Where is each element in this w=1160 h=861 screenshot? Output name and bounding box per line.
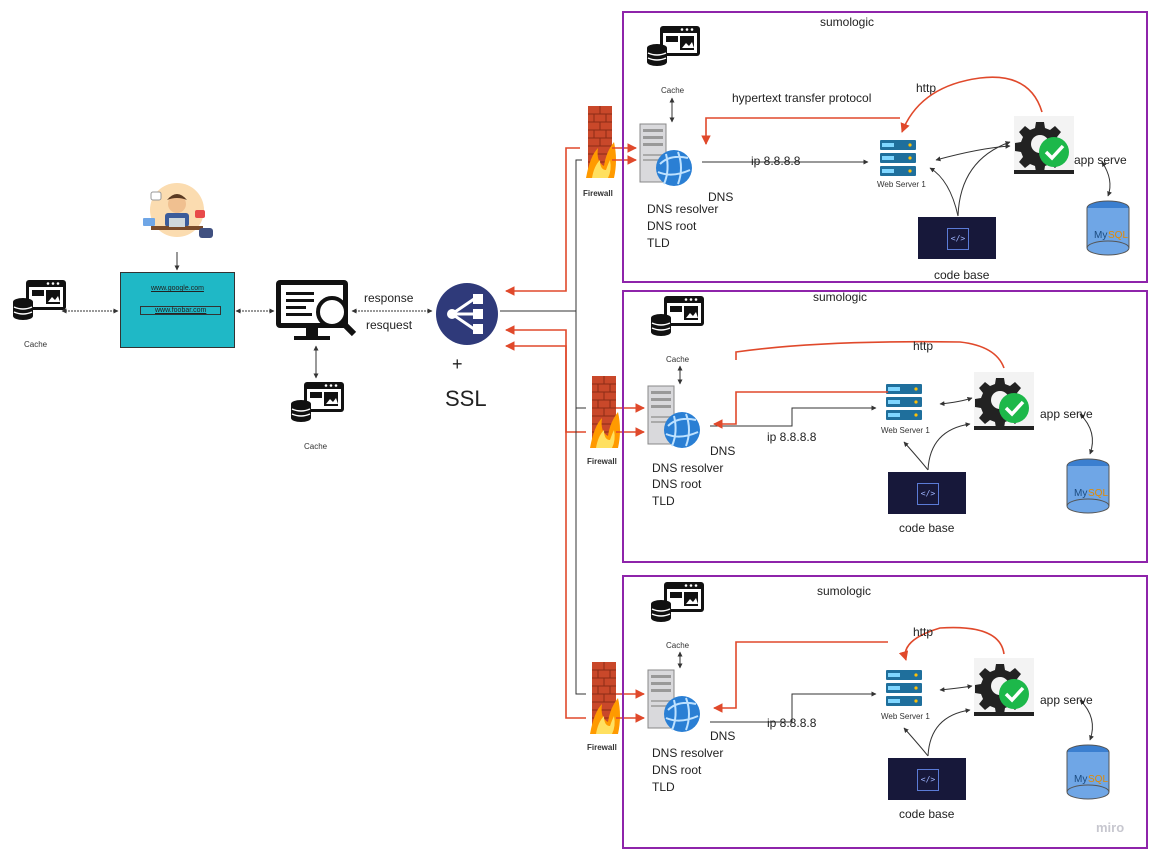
cluster-2-dns-label: DNS <box>710 444 736 458</box>
url-google-link[interactable]: www.google.com <box>151 285 204 292</box>
cluster-3-dns-label: DNS <box>710 729 736 743</box>
cluster-1-resolver-label: DNS resolver <box>647 202 719 216</box>
cluster-1-title: sumologic <box>820 15 875 29</box>
cluster-1-cache-label: Cache <box>661 86 685 95</box>
cluster-1-graphics <box>585 25 1130 256</box>
cluster-3-title: sumologic <box>817 584 872 598</box>
cluster-2-codebase-label: code base <box>899 521 955 535</box>
firewall-icon <box>589 661 621 735</box>
cluster-3-http-label: http <box>913 625 934 639</box>
cluster-2-http-label: http <box>913 339 934 353</box>
cluster-1-webserver-label: Web Server 1 <box>877 180 926 189</box>
user-icon <box>143 183 213 238</box>
firewall-icon <box>585 105 617 179</box>
cluster-2-graphics <box>589 295 1110 514</box>
cluster-3-codebase-icon: </> <box>888 758 966 800</box>
response-label: response <box>364 291 414 305</box>
lb-cluster1-red <box>505 147 580 296</box>
firewall-icon <box>589 375 621 449</box>
cluster-2-root-label: DNS root <box>652 477 702 491</box>
cluster-3-ip-label: ip 8.8.8.8 <box>767 716 817 730</box>
cluster-1-ip-label: ip 8.8.8.8 <box>751 154 801 168</box>
miro-watermark: miro <box>1096 820 1125 835</box>
cluster-3-graphics <box>589 581 1110 800</box>
cluster-2-cache-label: Cache <box>666 355 690 364</box>
cluster-1-codebase-label: code base <box>934 268 990 282</box>
cluster-3-resolver-label: DNS resolver <box>652 746 724 760</box>
cluster-2-firewall-label: Firewall <box>587 457 617 466</box>
cluster-2-title: sumologic <box>813 290 868 304</box>
lb-cluster3-dark <box>575 408 586 695</box>
request-label: resquest <box>366 318 413 332</box>
cluster-1-frame <box>622 11 1148 283</box>
cluster-3-root-label: DNS root <box>652 763 702 777</box>
client-cache-icon <box>12 279 67 321</box>
cluster-3-frame <box>622 575 1148 849</box>
load-balancer-icon <box>436 283 498 345</box>
cluster-1-protocol-label: hypertext transfer protocol <box>732 91 872 105</box>
browser-window: www.google.com www.foobar.com <box>120 272 235 348</box>
cluster-2-codebase-icon: </> <box>888 472 966 514</box>
client-cache-label: Cache <box>24 340 48 349</box>
cluster-1-http-label: http <box>916 81 937 95</box>
cluster-3-tld-label: TLD <box>652 780 675 794</box>
lb-cluster1-dark <box>500 159 582 312</box>
cluster-2-app-label: app serve <box>1040 407 1093 421</box>
lb-cache-label: Cache <box>304 442 328 451</box>
cluster-3-codebase-label: code base <box>899 807 955 821</box>
cluster-1-root-label: DNS root <box>647 219 697 233</box>
web-search-icon <box>276 280 357 340</box>
cluster-2-frame <box>622 290 1148 563</box>
cluster-1-app-label: app serve <box>1074 153 1127 167</box>
cluster-3-app-label: app serve <box>1040 693 1093 707</box>
plus-label: + <box>452 354 463 374</box>
lb-cluster3-red <box>505 341 586 719</box>
cluster-3-cache-label: Cache <box>666 641 690 650</box>
lb-cache-icon <box>290 381 345 423</box>
url-foobar-link[interactable]: www.foobar.com <box>140 306 222 315</box>
cluster-2-resolver-label: DNS resolver <box>652 461 724 475</box>
cluster-1-firewall-label: Firewall <box>583 189 613 198</box>
cluster-1-tld-label: TLD <box>647 236 670 250</box>
cluster-3-webserver-label: Web Server 1 <box>881 712 930 721</box>
cluster-1-dns-label: DNS <box>708 190 734 204</box>
ssl-label: SSL <box>445 386 487 411</box>
cluster-3-firewall-label: Firewall <box>587 743 617 752</box>
cluster-2-ip-label: ip 8.8.8.8 <box>767 430 817 444</box>
cluster-1-codebase-icon: </> <box>918 217 996 259</box>
cluster-2-tld-label: TLD <box>652 494 675 508</box>
cluster-2-webserver-label: Web Server 1 <box>881 426 930 435</box>
lb-cluster2-dark <box>575 311 586 409</box>
